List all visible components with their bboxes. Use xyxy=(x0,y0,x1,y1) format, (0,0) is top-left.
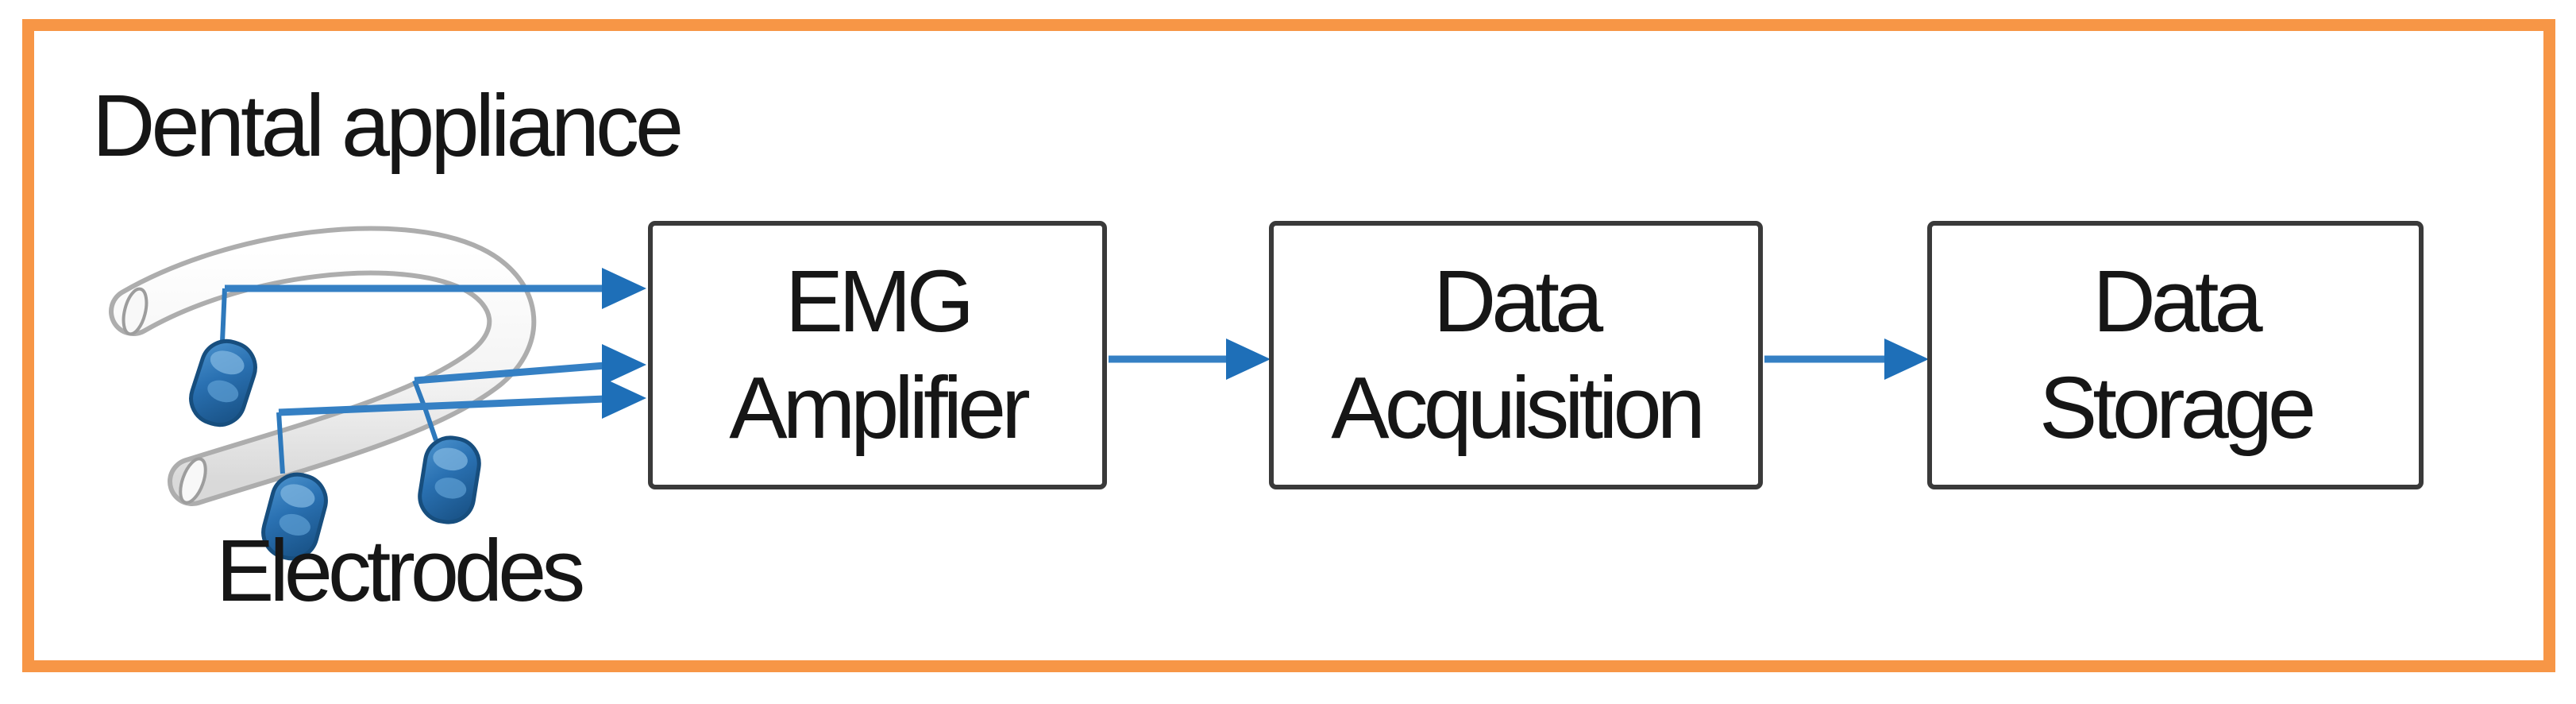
electrodes-label: Electrodes xyxy=(216,522,585,620)
block-label-line: Acquisition xyxy=(1331,359,1705,457)
dental-appliance-frame xyxy=(22,19,2555,672)
electrode-3 xyxy=(418,435,481,524)
frame-title: Dental appliance xyxy=(92,77,684,175)
arrow-electrode-2-to-emg xyxy=(278,377,646,419)
electrode-1 xyxy=(189,338,257,427)
signal-arrows xyxy=(225,268,1929,419)
wire-electrode-3 xyxy=(412,379,438,441)
block-emg-amplifier: EMG Amplifier xyxy=(648,221,1107,489)
tube-open-end-lower xyxy=(179,457,207,505)
block-data-acquisition: Data Acquisition xyxy=(1269,221,1763,489)
wire-electrode-2 xyxy=(276,412,285,474)
arrow-emg-to-data-acquisition xyxy=(1109,338,1271,380)
block-label-line: EMG xyxy=(785,253,974,350)
wire-electrode-1 xyxy=(220,288,227,342)
arrow-data-acquisition-to-data-storage xyxy=(1764,338,1929,380)
block-label-line: Storage xyxy=(2039,359,2316,457)
block-label-line: Data xyxy=(1433,253,1603,350)
block-label-line: Amplifier xyxy=(729,359,1030,457)
arrow-electrode-3-to-emg xyxy=(414,344,646,385)
arrow-electrode-1-to-emg xyxy=(225,268,646,309)
electrode-2 xyxy=(261,472,328,561)
tube-highlight xyxy=(230,294,451,420)
dental-arch-illustration xyxy=(109,226,537,506)
tube-open-end-upper xyxy=(121,287,148,336)
block-data-storage: Data Storage xyxy=(1927,221,2424,489)
electrodes-group xyxy=(189,338,481,561)
electrode-wires xyxy=(220,288,438,474)
block-label-line: Data xyxy=(2092,253,2262,350)
